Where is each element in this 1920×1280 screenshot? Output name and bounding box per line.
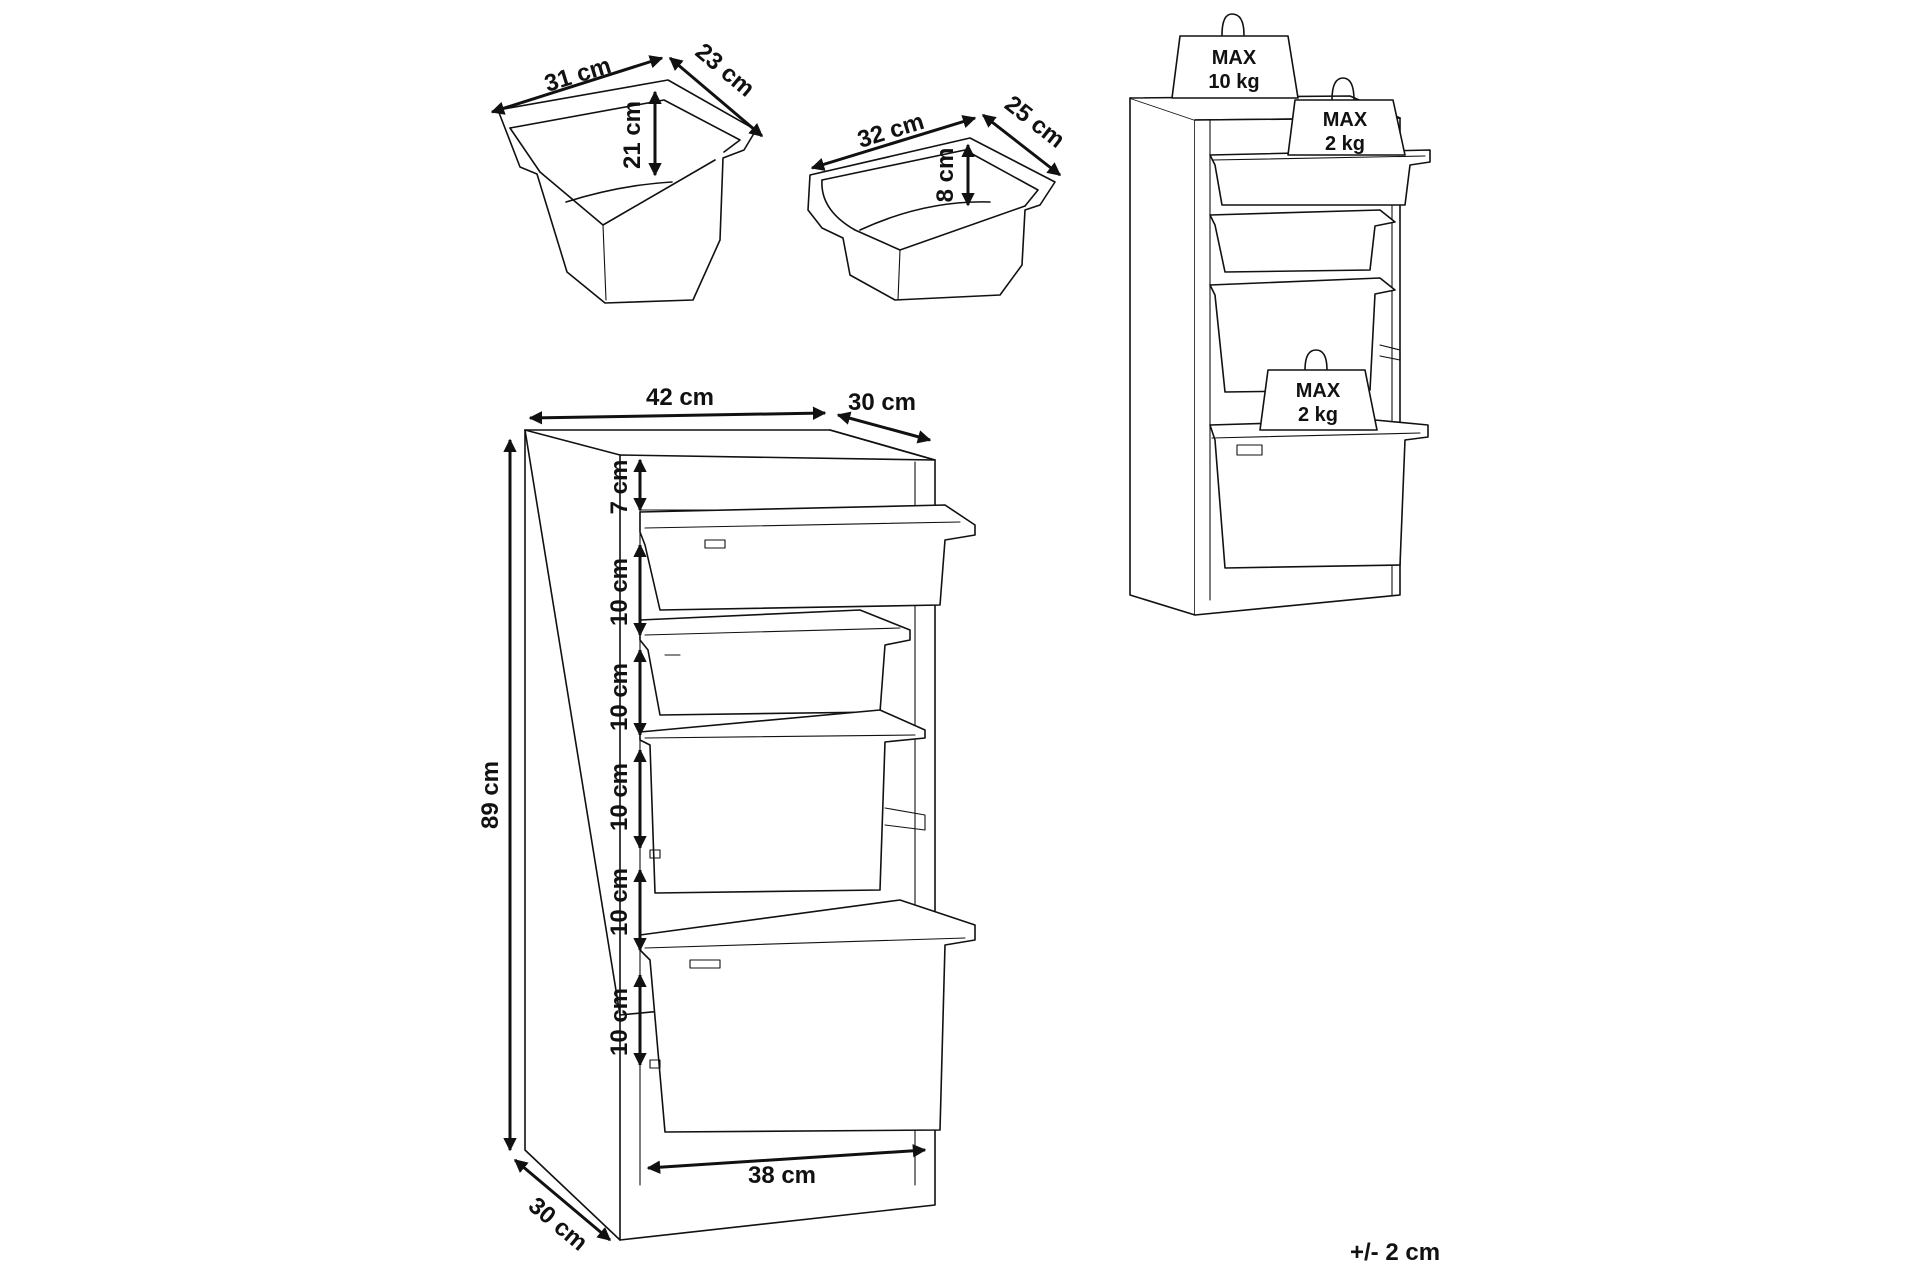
weight-top-line2: 10 kg [1208, 71, 1259, 93]
weight-top: MAX 10 kg [1171, 13, 1299, 99]
tolerance-note: +/- 2 cm [1350, 1239, 1440, 1266]
weight-top-line1: MAX [1212, 47, 1257, 69]
spacing-label-2: 10 cm [606, 558, 633, 626]
cabinet-height-label: 89 cm [477, 761, 504, 829]
spacing-label-5: 10 cm [606, 868, 633, 936]
cabinet-width-line [528, 406, 827, 425]
cabinet-depth-bottom-label: 30 cm [523, 1192, 592, 1256]
load-capacity-drawing [1129, 95, 1431, 616]
spacing-label-4: 10 cm [606, 763, 633, 831]
large-bin-width-line [490, 55, 664, 115]
cabinet-front-drawing [524, 429, 976, 1241]
weight-bin-lower: MAX 2 kg [1259, 349, 1378, 431]
weight-bin-upper-line2: 2 kg [1325, 133, 1365, 155]
spacing-label-6: 10 cm [606, 988, 633, 1056]
large-bin-height-label: 21 cm [619, 101, 646, 169]
cabinet-depth-top-label: 30 cm [848, 389, 916, 416]
spacing-label-3: 10 cm [606, 663, 633, 731]
weight-bin-lower-line1: MAX [1296, 380, 1341, 402]
small-bin-width-line [810, 115, 977, 171]
cabinet-inner-width-label: 38 cm [748, 1162, 816, 1189]
small-bin-depth-label: 25 cm [999, 91, 1069, 154]
weight-bin-upper: MAX 2 kg [1287, 77, 1406, 156]
cabinet-depth-top-line [836, 411, 932, 444]
small-bin-height-label: 8 cm [932, 148, 959, 203]
weight-bin-upper-line1: MAX [1323, 109, 1368, 131]
weight-bin-lower-line2: 2 kg [1298, 404, 1338, 426]
small-bin-depth-line [981, 113, 1062, 177]
large-bin-depth-line [668, 56, 764, 138]
spacing-label-1: 7 cm [606, 460, 633, 515]
cabinet-depth-bottom-line [513, 1158, 612, 1242]
cabinet-inner-width-line [646, 1144, 927, 1174]
small-bin-width-label: 32 cm [854, 108, 927, 154]
cabinet-width-label: 42 cm [646, 384, 714, 411]
large-bin-depth-label: 23 cm [690, 38, 759, 102]
